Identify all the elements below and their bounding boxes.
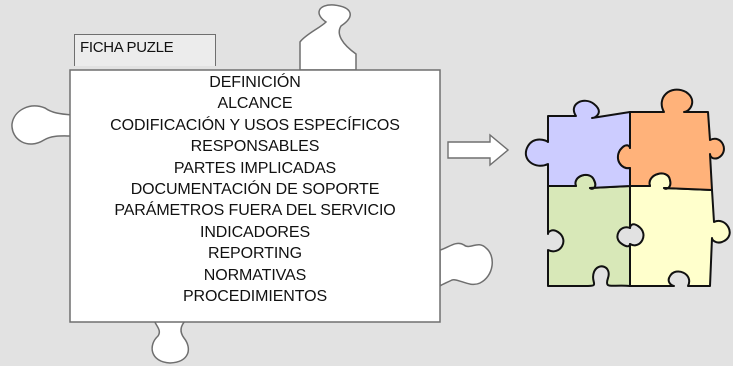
puzzle-piece-icon [525, 88, 731, 287]
card-knob-right [439, 242, 493, 288]
card-item: RESPONSABLES [190, 138, 320, 156]
card-item: PARÁMETROS FUERA DEL SERVICIO [114, 202, 396, 220]
puzzle-piece-bottom-left [547, 173, 631, 287]
puzzle-piece-top-left [525, 99, 631, 190]
card-body [69, 69, 441, 323]
puzzle-piece-bottom-right [629, 172, 731, 287]
card-item: ALCANCE [217, 95, 293, 113]
card-knob-bottom [151, 319, 190, 364]
arrow-right-icon [447, 133, 510, 167]
card-item: NORMATIVAS [203, 266, 307, 284]
card-item: CODIFICACIÓN Y USOS ESPECÍFICOS [110, 116, 400, 134]
card-knob-left [11, 105, 73, 145]
card-title-tab: FICHA PUZLE [74, 34, 216, 66]
card-item: PARTES IMPLICADAS [173, 159, 337, 177]
card-items-list: DEFINICIÓN ALCANCE CODIFICACIÓN Y USOS E… [70, 72, 440, 320]
card-item: INDICADORES [199, 223, 311, 241]
puzzle-piece-top-right [616, 88, 725, 191]
card-knob-top [299, 4, 357, 71]
card-item: DEFINICIÓN [209, 74, 301, 91]
card-item: PROCEDIMIENTOS [182, 288, 328, 306]
puzzle-card [11, 4, 493, 364]
card-item: DOCUMENTACIÓN DE SOPORTE [130, 181, 380, 199]
card-item: REPORTING [208, 245, 302, 263]
